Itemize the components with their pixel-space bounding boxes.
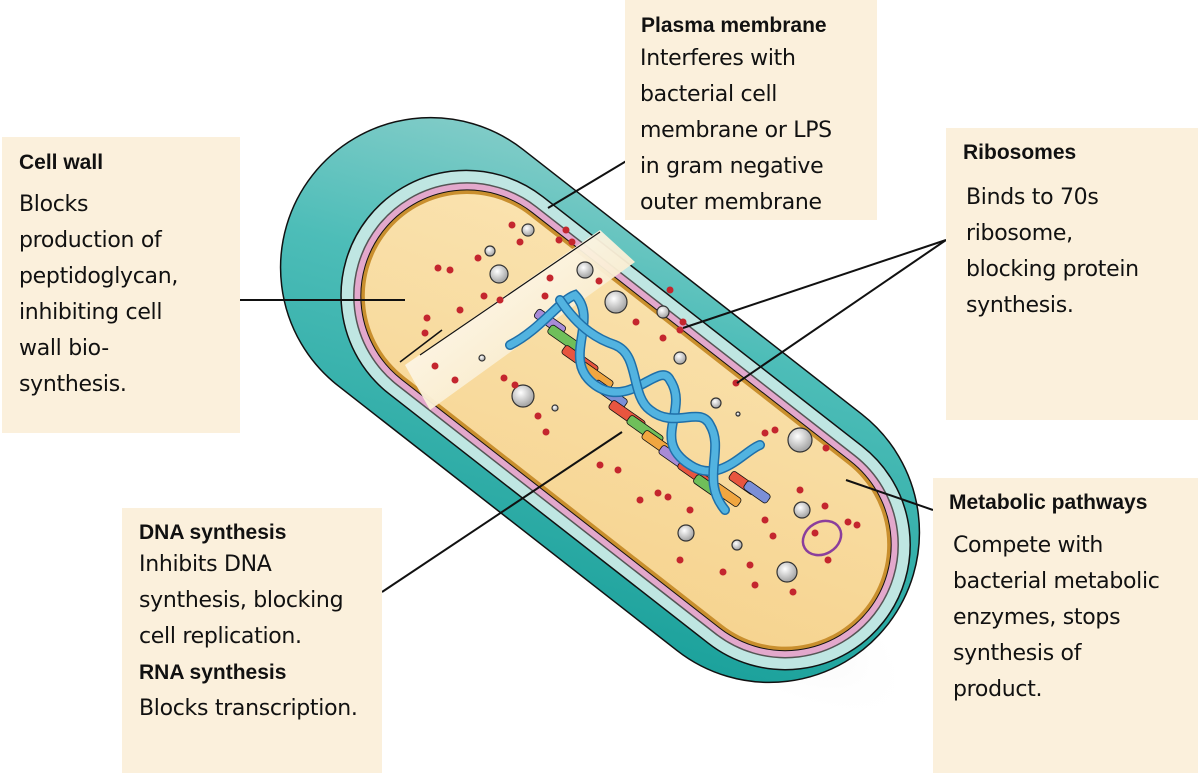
label-title-dna: DNA synthesis	[139, 521, 287, 544]
label-description: Interferes with bacterial cell membrane …	[640, 41, 877, 221]
label-title: Metabolic pathways	[949, 491, 1148, 514]
ribosomes	[421, 221, 861, 596]
text-line: bacterial metabolic	[953, 569, 1160, 594]
text-line: outer membrane	[640, 190, 822, 215]
text-line: ribosome,	[966, 221, 1073, 246]
text-line: Binds to 70s	[966, 185, 1099, 210]
label-title-rna: RNA synthesis	[139, 661, 287, 684]
text-line: product.	[953, 677, 1043, 702]
text-line: Blocks transcription.	[139, 696, 358, 721]
leader-metabolic	[845, 479, 934, 511]
label-description: Blocks production of peptidoglycan, inhi…	[19, 187, 240, 403]
label-plasma-membrane: Plasma membrane Interferes with bacteria…	[625, 0, 877, 220]
label-description: Compete with bacterial metabolic enzymes…	[949, 528, 1198, 708]
label-cell-wall: Cell wall Blocks production of peptidogl…	[2, 137, 240, 433]
leader-lines	[240, 159, 947, 593]
vesicles	[478, 223, 813, 583]
plasmid	[801, 519, 843, 557]
label-metabolic-pathways: Metabolic pathways Compete with bacteria…	[933, 478, 1198, 773]
text-line: peptidoglycan,	[19, 264, 179, 289]
text-line: Blocks	[19, 192, 89, 217]
leader-ribosomes-1	[682, 239, 947, 329]
leader-plasma-membrane	[547, 159, 629, 209]
text-line: cell replication.	[139, 624, 302, 649]
leader-dna	[381, 431, 623, 593]
text-line: synthesis of	[953, 641, 1082, 666]
cut-edge-2	[419, 231, 601, 356]
label-description: Binds to 70s ribosome, blocking protein …	[963, 180, 1198, 324]
text-line: production of	[19, 228, 162, 253]
label-title: Plasma membrane	[641, 14, 827, 37]
text-line: Inhibits DNA	[139, 552, 272, 577]
text-line: bacterial cell	[640, 82, 778, 107]
text-line: synthesis.	[19, 372, 127, 397]
label-title: Cell wall	[19, 151, 104, 174]
text-line: Interferes with	[640, 46, 796, 71]
text-line: synthesis, blocking	[139, 588, 344, 613]
text-line: synthesis.	[966, 293, 1074, 318]
label-dna-rna-synthesis: DNA synthesis Inhibits DNA synthesis, bl…	[122, 508, 382, 773]
cutaway-face	[405, 230, 635, 410]
leader-ribosomes-2	[736, 239, 947, 384]
text-line: membrane or LPS	[640, 118, 832, 143]
text-line: wall bio-	[19, 336, 109, 361]
label-title: Ribosomes	[963, 141, 1077, 164]
text-line: Compete with	[953, 533, 1103, 558]
label-ribosomes: Ribosomes Binds to 70s ribosome, blockin…	[946, 128, 1198, 420]
dna-helix	[505, 289, 771, 515]
text-line: in gram negative	[640, 154, 824, 179]
label-description-dna: Inhibits DNA synthesis, blocking cell re…	[139, 547, 382, 655]
text-line: inhibiting cell	[19, 300, 163, 325]
text-line: blocking protein	[966, 257, 1139, 282]
cut-edge	[399, 329, 443, 363]
text-line: enzymes, stops	[953, 605, 1121, 630]
label-description-rna: Blocks transcription.	[139, 691, 382, 727]
